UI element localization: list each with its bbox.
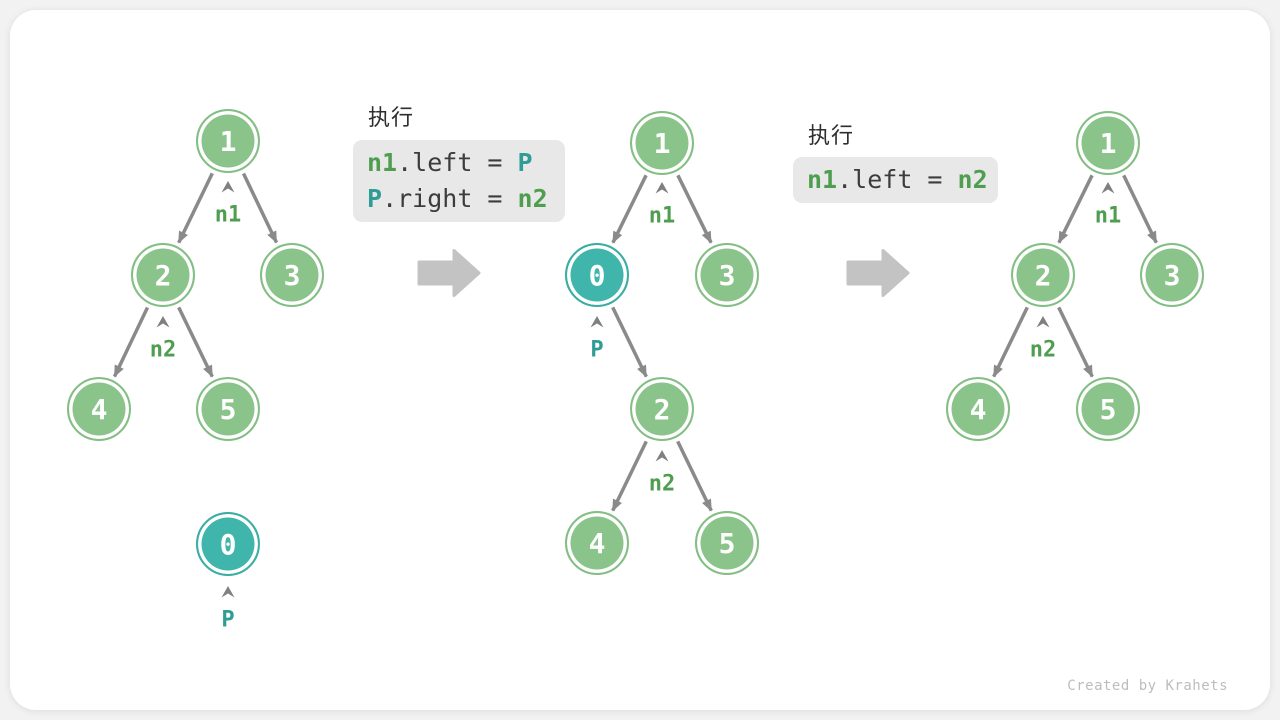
pointer-label-P: P <box>221 607 235 633</box>
tree-edge-arrow <box>611 174 648 244</box>
code-token: n1 <box>807 165 838 194</box>
tree-edge-arrow <box>992 306 1029 378</box>
pointer-caret-icon <box>1036 316 1050 328</box>
tree-node-1: 1 <box>630 111 694 175</box>
pointer-caret-icon <box>156 316 170 328</box>
code-token: P <box>517 148 533 177</box>
tree-node-2: 2 <box>1011 243 1075 307</box>
tree-node-3: 3 <box>260 243 324 307</box>
tree-edge-arrow <box>241 172 279 244</box>
tree-node-0: 0 <box>565 243 629 307</box>
tree-edge-arrow <box>676 440 713 512</box>
pointer-label-n2: n2 <box>149 337 177 363</box>
pointer-caret-icon <box>1101 182 1115 194</box>
tree-edge-arrow <box>1057 174 1094 244</box>
tree-edge-arrow <box>611 306 648 378</box>
code-token: = <box>472 184 518 213</box>
pointer-caret-icon <box>590 316 604 328</box>
tree-edge-arrow <box>611 440 648 512</box>
pointer-label-n2: n2 <box>1029 337 1057 363</box>
code-token: P <box>367 184 383 213</box>
tree-node-1: 1 <box>196 109 260 173</box>
pointer-caret-icon <box>221 586 235 598</box>
tree-node-5: 5 <box>196 377 260 441</box>
tree-node-3: 3 <box>1140 243 1204 307</box>
tree-edge-arrow <box>177 172 214 244</box>
tree-edge-arrow <box>1122 174 1158 244</box>
tree-node-5: 5 <box>1076 377 1140 441</box>
pointer-label-n1: n1 <box>214 202 242 228</box>
tree-node-4: 4 <box>946 377 1010 441</box>
tree-node-5: 5 <box>695 511 759 575</box>
pointer-label-n1: n1 <box>648 203 676 229</box>
tree-node-3: 3 <box>695 243 759 307</box>
tree-edge-arrow <box>1057 306 1094 378</box>
code-token: = <box>472 148 518 177</box>
tree-edge-arrow <box>177 306 214 378</box>
tree-edge-arrow <box>112 306 150 378</box>
code-token: .right <box>382 184 473 213</box>
pointer-label-n1: n1 <box>1094 203 1122 229</box>
code-token: = <box>912 165 958 194</box>
tree-node-2: 2 <box>630 377 694 441</box>
watermark-credit: Created by Krahets <box>1067 678 1228 694</box>
pointer-label-P: P <box>590 337 604 363</box>
pointer-caret-icon <box>655 450 669 462</box>
tree-node-1: 1 <box>1076 111 1140 175</box>
tree-node-0: 0 <box>196 512 260 576</box>
tree-node-4: 4 <box>565 511 629 575</box>
code-line: n1.left = P <box>367 145 565 181</box>
code-line: n1.left = n2 <box>807 162 998 198</box>
code-line: P.right = n2 <box>367 181 565 217</box>
step-title: 执行 <box>808 123 855 148</box>
code-token: n2 <box>957 165 988 194</box>
pointer-caret-icon <box>655 182 669 194</box>
code-token: n1 <box>367 148 398 177</box>
pointer-label-n2: n2 <box>648 471 676 497</box>
tree-edge-arrow <box>676 174 713 244</box>
code-token: .left <box>837 165 913 194</box>
code-box: n1.left = n2 <box>793 157 998 203</box>
tree-node-2: 2 <box>131 243 195 307</box>
flow-right-arrow-icon <box>417 249 481 297</box>
step-title: 执行 <box>368 105 415 130</box>
code-token: n2 <box>517 184 548 213</box>
code-token: .left <box>397 148 473 177</box>
flow-right-arrow-icon <box>846 249 910 297</box>
tree-node-4: 4 <box>67 377 131 441</box>
pointer-caret-icon <box>221 181 235 193</box>
